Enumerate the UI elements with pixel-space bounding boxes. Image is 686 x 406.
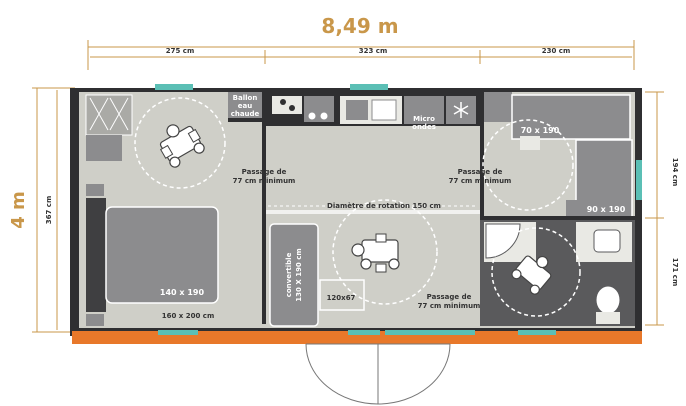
snowflake-icon bbox=[453, 102, 469, 118]
window-right bbox=[636, 160, 642, 200]
right-top-label: 194 cm bbox=[671, 158, 679, 187]
bed-side-label: 160 x 200 cm bbox=[162, 312, 215, 320]
right-bottom-label: 171 cm bbox=[671, 258, 679, 287]
rotation-circle-bedroom-right bbox=[482, 119, 574, 211]
table-label: 120x67 bbox=[327, 294, 356, 302]
right-dimension-lines bbox=[645, 91, 664, 326]
passage-label-1a: Passage de bbox=[242, 168, 287, 176]
passage-label-2a: Passage de bbox=[458, 168, 503, 176]
wheelchair-icon-living bbox=[351, 233, 400, 273]
convertible-label-1: convertible bbox=[285, 252, 293, 297]
bedroom-right bbox=[480, 92, 636, 220]
left-inner-label: 367 cm bbox=[45, 196, 53, 225]
top-dimension-lines bbox=[87, 40, 635, 70]
segment-3-label: 230 cm bbox=[542, 47, 571, 55]
bed-bottom-right-label: 90 x 190 bbox=[587, 205, 626, 214]
wheelchair-icon bbox=[159, 124, 205, 168]
ballon-label-2: eau bbox=[238, 102, 252, 110]
wheelchair-icon-bathroom bbox=[511, 255, 552, 295]
passage-label-3a: Passage de bbox=[427, 293, 472, 301]
passage-label-3b: 77 cm minimum bbox=[418, 302, 481, 310]
passage-label-2b: 77 cm minimum bbox=[449, 177, 512, 185]
rotation-circle-living bbox=[332, 199, 438, 305]
total-length-label: 8,49 m bbox=[321, 14, 398, 38]
terrace-edge bbox=[72, 330, 642, 344]
convertible-label-2: 130 X 190 cm bbox=[295, 248, 303, 301]
kitchen bbox=[266, 92, 480, 126]
rotation-circle-bathroom bbox=[491, 227, 581, 317]
entry-door-swings bbox=[305, 343, 451, 405]
bathroom bbox=[480, 220, 635, 326]
segment-1-label: 275 cm bbox=[166, 47, 195, 55]
bed-main-label: 140 x 190 bbox=[160, 288, 205, 297]
windows-bottom bbox=[158, 330, 556, 335]
front-wall bbox=[72, 328, 642, 331]
ballon-label-1: Ballon bbox=[233, 94, 258, 102]
rotation-circle-bedroom bbox=[134, 97, 226, 189]
total-width-label: 4 m bbox=[8, 191, 29, 229]
bedroom-left bbox=[85, 92, 266, 326]
bed-top-right-label: 70 x 190 bbox=[521, 126, 560, 135]
windows-top bbox=[155, 84, 388, 90]
living-area bbox=[266, 210, 480, 327]
ballon-label-3: chaude bbox=[231, 110, 260, 118]
passage-label-1b: 77 cm minimum bbox=[233, 177, 296, 185]
segment-2-label: 323 cm bbox=[359, 47, 388, 55]
micro-label-2: ondes bbox=[412, 123, 436, 131]
micro-label-1: Micro bbox=[413, 115, 435, 123]
left-dimension-lines bbox=[32, 87, 75, 333]
rotation-label: Diamètre de rotation 150 cm bbox=[327, 202, 441, 210]
water-heater bbox=[228, 92, 262, 118]
